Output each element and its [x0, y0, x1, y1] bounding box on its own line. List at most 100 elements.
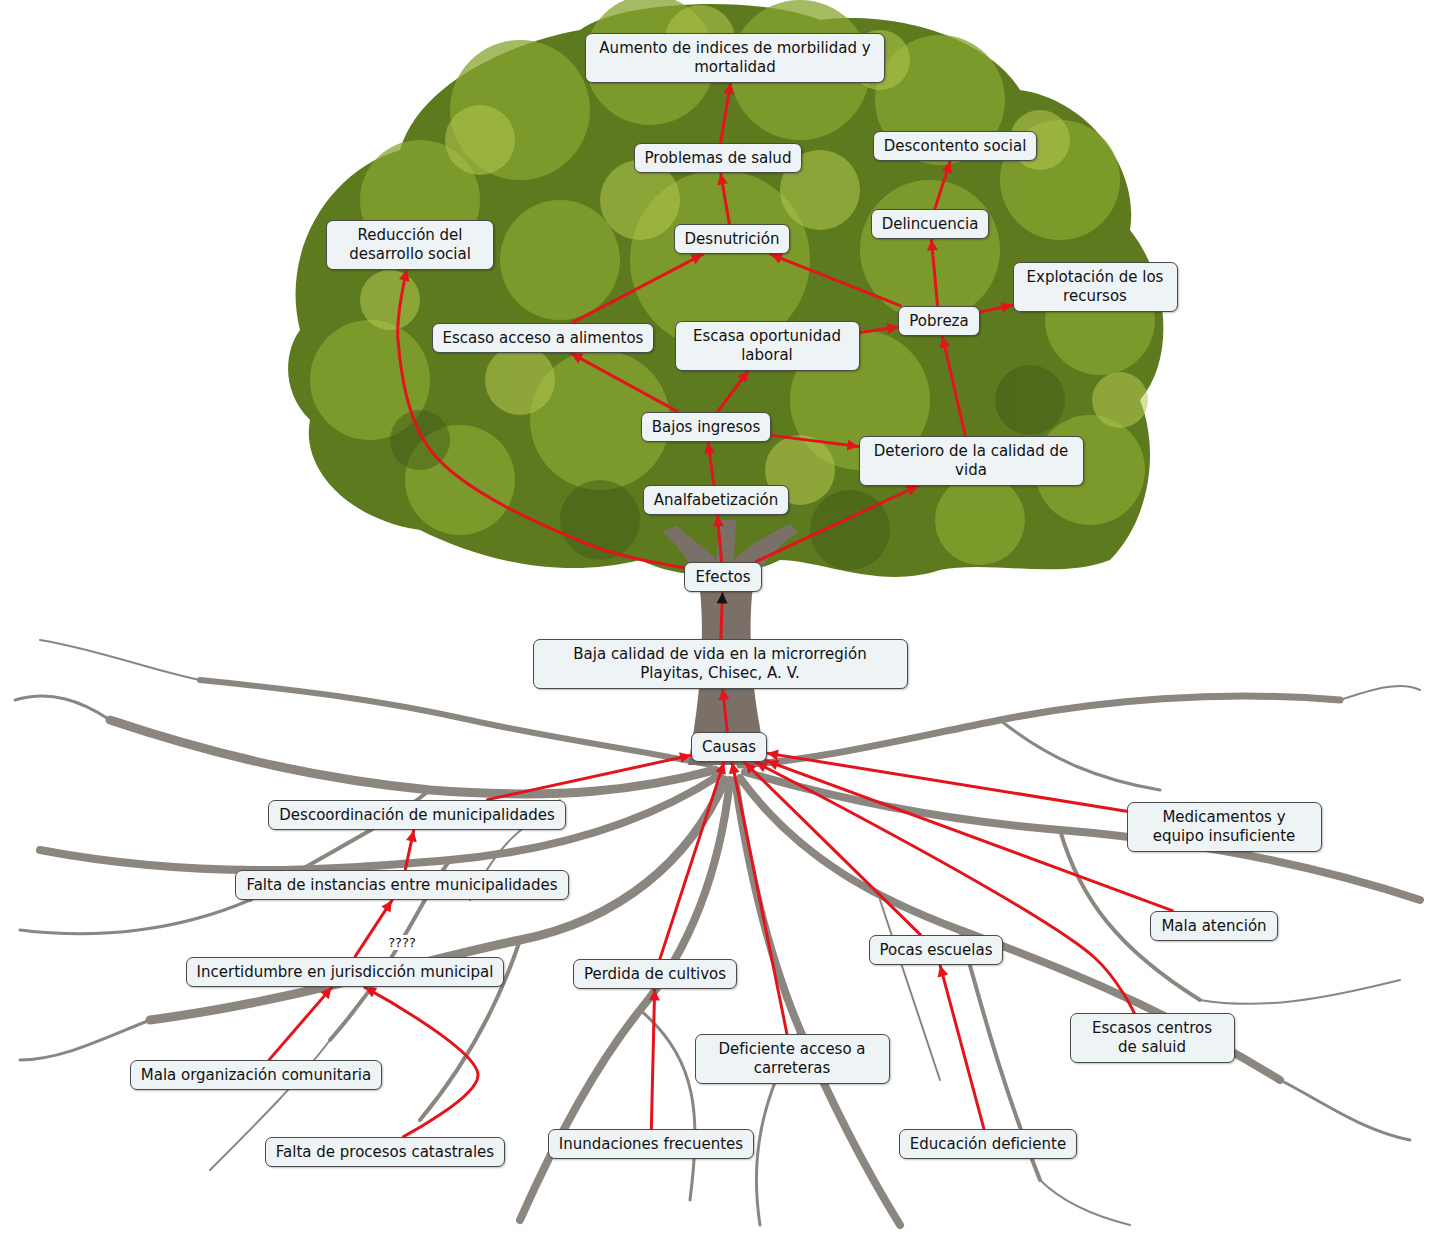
- problem-box: Explotación de los recursos: [1013, 262, 1178, 312]
- root: [15, 696, 110, 720]
- node-text: Perdida de cultivos: [584, 965, 726, 984]
- arrow-connector: [571, 353, 678, 411]
- arrow-connector: [940, 965, 984, 1128]
- arrow-connector: [943, 336, 966, 436]
- arrow-connector: [723, 689, 728, 732]
- node-text: Escasos centros de saluid: [1081, 1019, 1224, 1057]
- problem-box: Escasa oportunidad laboral: [675, 321, 860, 371]
- node-text: Pobreza: [909, 312, 968, 331]
- problem-box: Pobreza: [898, 306, 979, 337]
- problem-box: Aumento de indices de morbilidad y morta…: [585, 33, 885, 83]
- node-text: Falta de procesos catastrales: [276, 1143, 494, 1162]
- node-text: Desnutrición: [685, 230, 780, 249]
- problem-box: Reducción del desarrollo social: [326, 220, 494, 270]
- core-problem-box: Baja calidad de vida en la microrregión …: [533, 639, 908, 689]
- node-text: Medicamentos y equipo insuficiente: [1138, 808, 1311, 846]
- root: [1340, 686, 1420, 700]
- arrow-connector: [405, 830, 413, 869]
- root: [20, 900, 250, 934]
- problem-box: Desnutrición: [674, 224, 791, 255]
- leaf-highlight: [1092, 372, 1148, 428]
- node-text: Delincuencia: [882, 215, 979, 234]
- leaf-shadow: [995, 365, 1065, 435]
- root: [640, 1010, 695, 1200]
- problem-box: Bajos ingresos: [641, 412, 771, 443]
- node-text: Bajos ingresos: [652, 418, 760, 437]
- category-box: Causas: [691, 732, 767, 763]
- problem-box: Medicamentos y equipo insuficiente: [1127, 802, 1322, 852]
- problem-box: Incertidumbre en jurisdicción municipal: [186, 957, 505, 988]
- arrow-connector: [717, 515, 721, 561]
- node-text: Escasa oportunidad laboral: [686, 327, 849, 365]
- node-text: Escaso acceso a alimentos: [443, 329, 644, 348]
- root: [20, 1020, 150, 1060]
- problem-box: Falta de procesos catastrales: [265, 1137, 505, 1168]
- arrow-connector: [269, 987, 331, 1059]
- problem-box: Pocas escuelas: [869, 935, 1004, 966]
- node-text: Aumento de indices de morbilidad y morta…: [596, 39, 874, 77]
- node-text: Causas: [702, 738, 756, 757]
- arrow-connector: [732, 762, 787, 1034]
- category-box: Efectos: [684, 562, 761, 593]
- node-text: Reducción del desarrollo social: [337, 226, 483, 264]
- arrow-connector: [721, 173, 730, 223]
- leaf-highlight: [360, 270, 420, 330]
- arrow-connector: [660, 762, 724, 958]
- problem-box: Deficiente acceso a carreteras: [695, 1034, 890, 1084]
- root: [735, 780, 900, 1225]
- arrow-connector: [718, 371, 749, 412]
- node-text: Descoordinación de municipalidades: [279, 806, 554, 825]
- root: [1280, 1080, 1410, 1140]
- leaf-cluster: [500, 200, 620, 320]
- problem-box: Inundaciones frecuentes: [548, 1129, 754, 1160]
- leaf-highlight: [445, 105, 515, 175]
- node-text: Descontento social: [884, 137, 1027, 156]
- leaf-highlight: [485, 345, 555, 415]
- annotation-label: ????: [386, 935, 418, 950]
- root: [1040, 1180, 1130, 1225]
- problem-box: Analfabetización: [643, 485, 790, 516]
- arrow-connector: [651, 989, 654, 1128]
- arrow-connector: [708, 442, 714, 484]
- arrow-connector: [771, 254, 900, 305]
- node-text: Explotación de los recursos: [1024, 268, 1167, 306]
- node-text: Mala organización comunitaria: [141, 1066, 371, 1085]
- root: [1000, 720, 1160, 790]
- root: [1200, 980, 1400, 1004]
- root: [40, 775, 720, 870]
- problem-box: Problemas de salud: [634, 143, 803, 174]
- leaf-cluster: [935, 475, 1025, 565]
- problem-box: Perdida de cultivos: [573, 959, 737, 990]
- arrow-connector: [721, 592, 723, 639]
- node-text: Deficiente acceso a carreteras: [706, 1040, 879, 1078]
- root: [200, 680, 710, 765]
- arrow-connector: [572, 254, 702, 322]
- arrow-connector: [488, 755, 691, 799]
- node-text: Problemas de salud: [645, 149, 792, 168]
- problem-box: Escasos centros de saluid: [1070, 1013, 1235, 1063]
- problem-box: Descontento social: [873, 131, 1038, 162]
- arrow-connector: [931, 239, 937, 305]
- node-text: Incertidumbre en jurisdicción municipal: [197, 963, 494, 982]
- problem-box: Escaso acceso a alimentos: [432, 323, 655, 354]
- node-text: Pocas escuelas: [880, 941, 993, 960]
- arrow-connector: [365, 987, 478, 1136]
- arrow-connector: [756, 762, 1135, 1013]
- problem-box: Falta de instancias entre municipalidade…: [235, 870, 568, 901]
- node-text: Educación deficiente: [910, 1135, 1066, 1154]
- arrow-connector: [860, 327, 899, 333]
- problem-box: Descoordinación de municipalidades: [268, 800, 565, 831]
- node-text: Analfabetización: [654, 491, 779, 510]
- problem-box: Deterioro de la calidad de vida: [859, 436, 1084, 486]
- node-text: Efectos: [695, 568, 750, 587]
- arrow-connector: [935, 161, 950, 208]
- arrow-connector: [745, 762, 921, 934]
- problem-box: Educación deficiente: [899, 1129, 1077, 1160]
- root: [110, 720, 715, 794]
- node-text: Deterioro de la calidad de vida: [870, 442, 1073, 480]
- node-text: Baja calidad de vida en la microrregión …: [544, 645, 897, 683]
- arrow-connector: [980, 305, 1013, 312]
